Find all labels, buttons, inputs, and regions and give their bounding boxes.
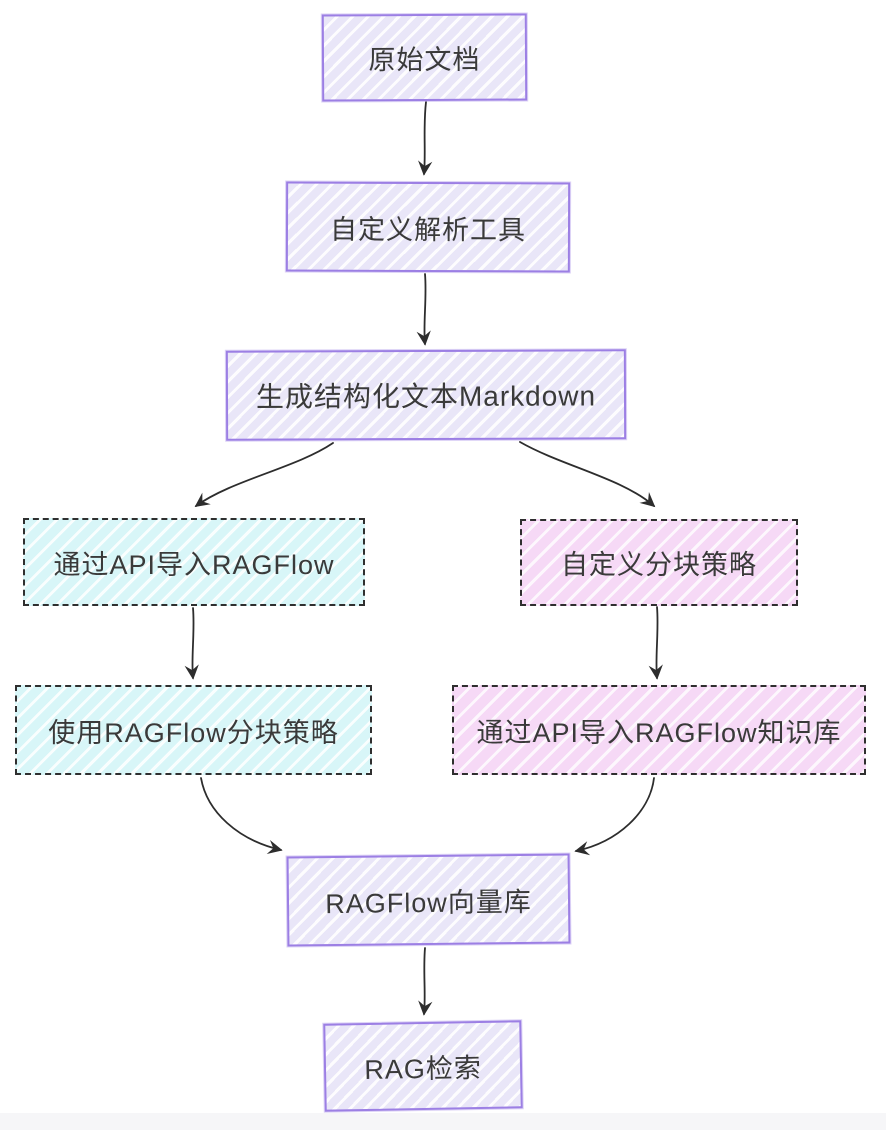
node-custom-chunking: 自定义分块策略 (520, 519, 798, 606)
edge-api-import-to-ragflow-chunking (184, 607, 199, 680)
node-label: 通过API导入RAGFlow知识库 (476, 717, 842, 748)
node-label: 使用RAGFlow分块策略 (48, 717, 339, 748)
node-label: 自定义分块策略 (561, 550, 757, 580)
edge-api-kb-to-vector (574, 777, 655, 856)
edge-source-to-parser (418, 101, 433, 176)
node-label: RAGFlow向量库 (325, 886, 532, 919)
node-api-import-kb: 通过API导入RAGFlow知识库 (452, 685, 866, 775)
edge-vector-to-retrieval (418, 947, 433, 1016)
edge-custom-chunking-to-api-kb (648, 606, 663, 680)
node-markdown-output: 生成结构化文本Markdown (225, 349, 627, 441)
edge-markdown-to-custom-chunking (519, 441, 656, 508)
node-api-import-ragflow: 通过API导入RAGFlow (23, 518, 365, 606)
node-label: 通过API导入RAGFlow (53, 549, 335, 580)
node-rag-retrieval: RAG检索 (323, 1020, 523, 1112)
node-label: 生成结构化文本Markdown (255, 380, 597, 413)
edge-parser-to-markdown (416, 273, 431, 346)
node-label: RAG检索 (364, 1052, 483, 1085)
node-label: 自定义解析工具 (329, 214, 527, 245)
node-label: 原始文档 (368, 44, 481, 76)
edge-markdown-to-api-import (194, 442, 334, 508)
canvas-bottom-edge (0, 1113, 886, 1130)
node-source-doc: 原始文档 (321, 13, 528, 102)
node-ragflow-chunking: 使用RAGFlow分块策略 (15, 685, 372, 775)
edge-ragflow-chunking-to-vector (200, 777, 283, 855)
node-custom-parser: 自定义解析工具 (285, 181, 571, 273)
node-vector-store: RAGFlow向量库 (286, 853, 571, 947)
